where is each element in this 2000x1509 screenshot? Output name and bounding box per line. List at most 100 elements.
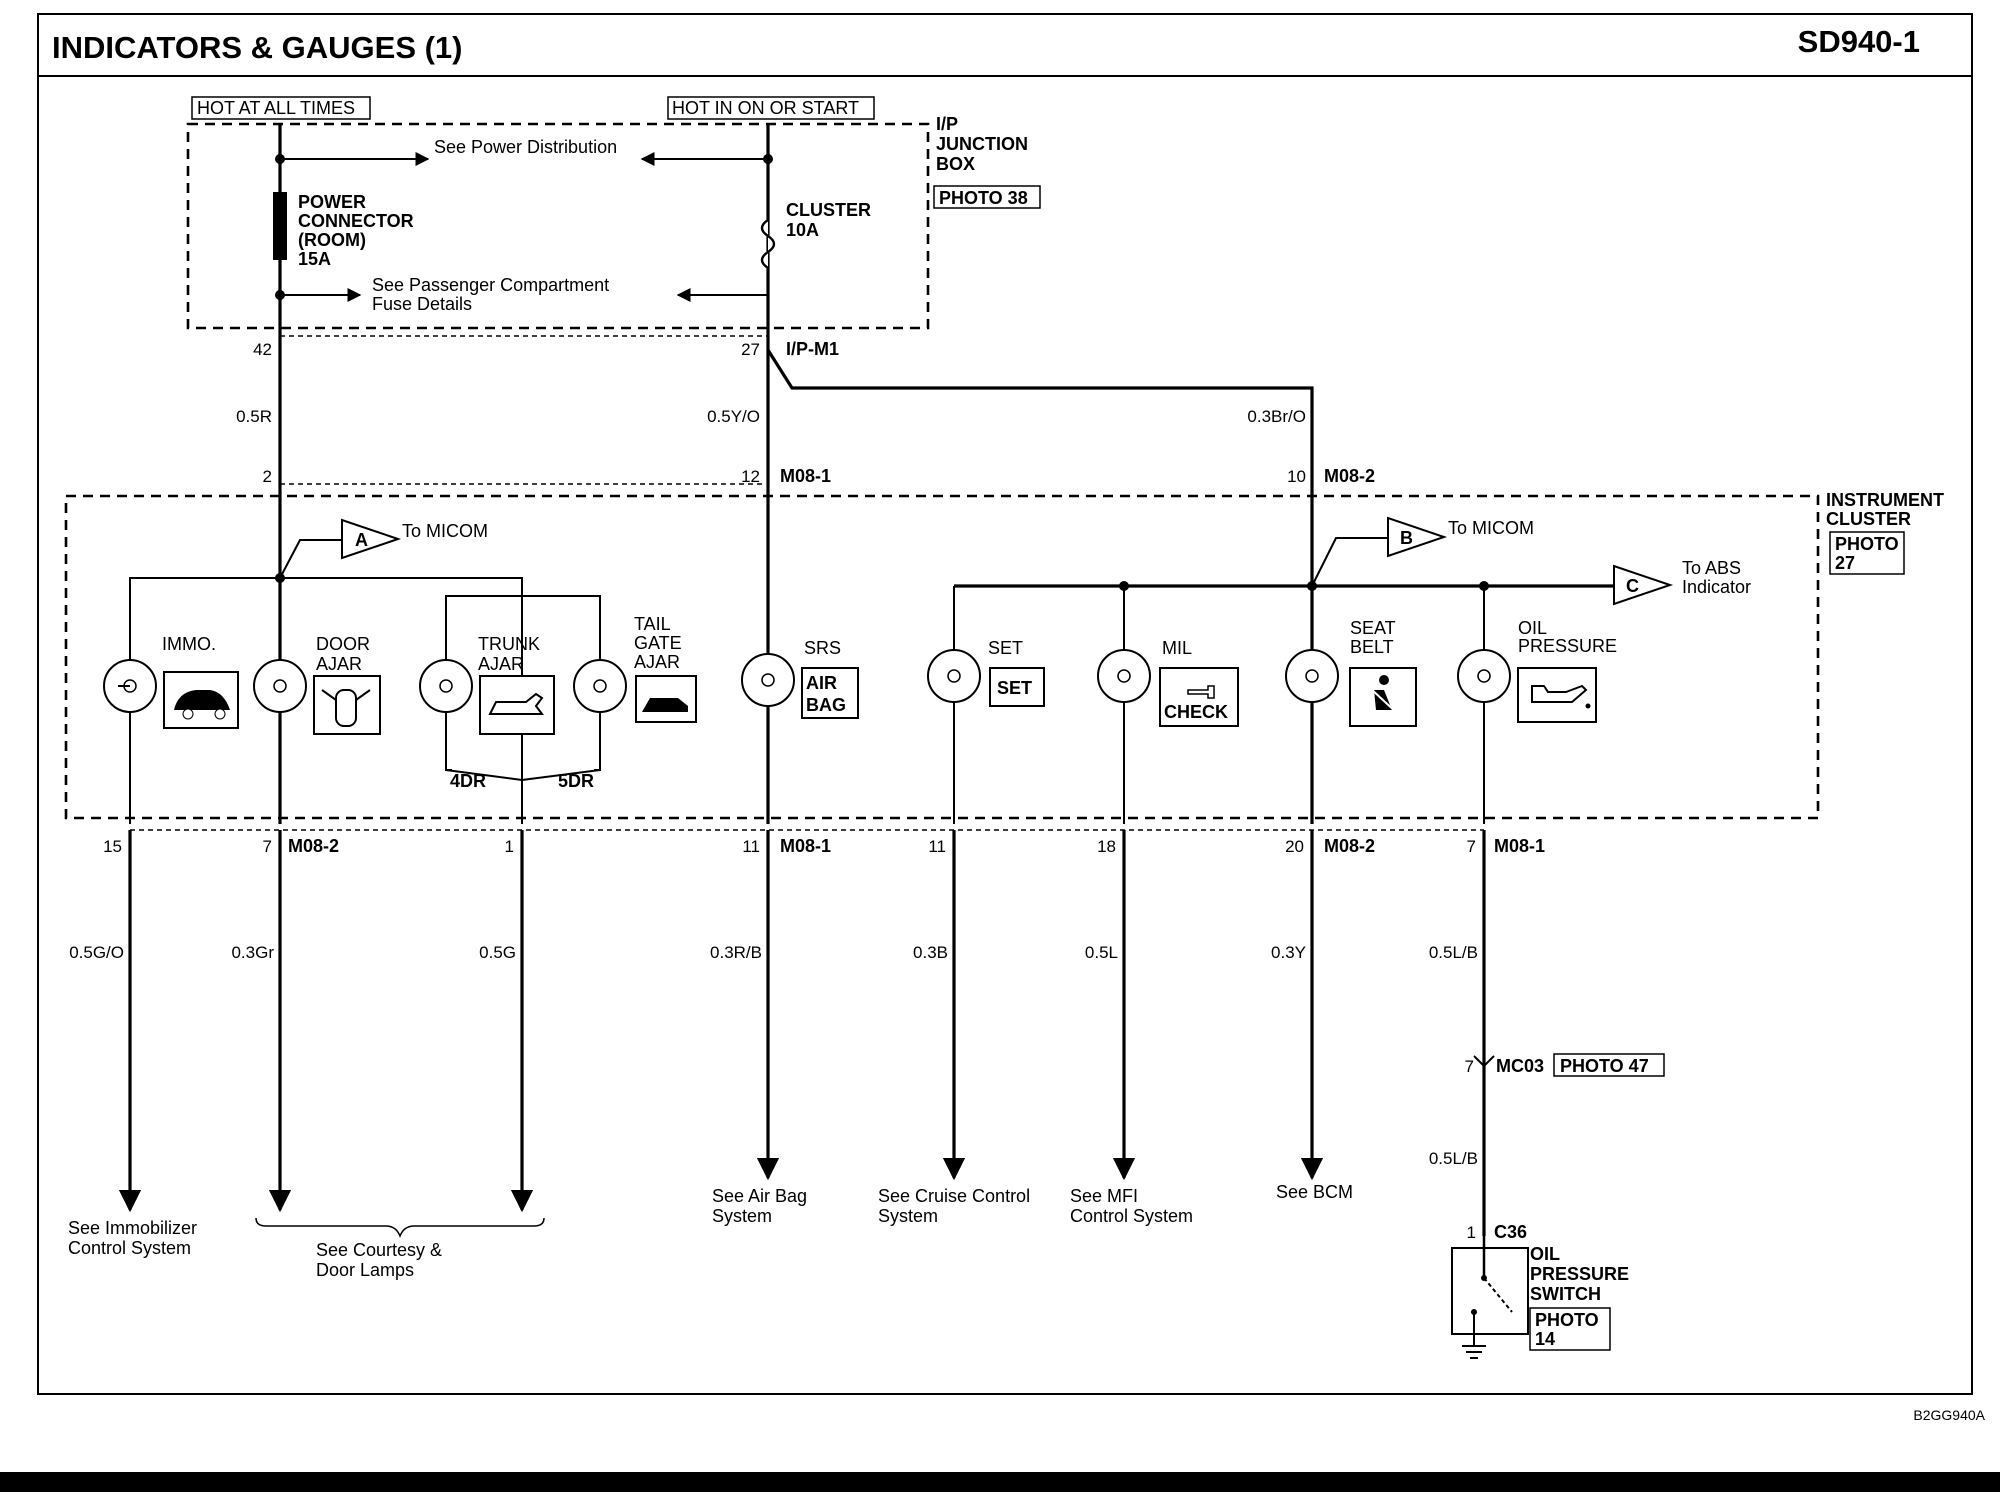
power-connector-fuse xyxy=(273,192,287,260)
instrument-cluster-boundary xyxy=(64,494,1820,820)
wire-label-0.3Y: 0.3Y xyxy=(1271,943,1306,962)
connector-m08-2-right: M08-2 xyxy=(1324,836,1375,856)
oil-pressure-switch-symbol xyxy=(1451,1236,1529,1359)
micom-c-flag xyxy=(1613,564,1674,606)
mc03-photo-box xyxy=(1553,1053,1665,1077)
micom-c-letter: C xyxy=(1626,576,1639,596)
micom-a-flag xyxy=(341,518,402,560)
footer-code: B2GG940A xyxy=(1913,1407,1985,1423)
wire-label-0.5L-B-1: 0.5L/B xyxy=(1429,943,1478,962)
dest-courtesy-1: See Courtesy & xyxy=(316,1240,442,1260)
dest-mfi-1: See MFI xyxy=(1070,1186,1138,1206)
mil-label: MIL xyxy=(1162,638,1192,658)
seat-belt-lamp xyxy=(1285,649,1339,703)
micom-a-lead xyxy=(279,539,342,579)
trunk-ajar-lamp-4dr xyxy=(419,659,473,713)
instrument-cluster-label-1: INSTRUMENT xyxy=(1826,490,1944,510)
page-border xyxy=(37,13,1973,1395)
junction-box-photo-box xyxy=(933,185,1041,209)
wire-label-0.3Br-O: 0.3Br/O xyxy=(1247,407,1306,426)
pin-42: 42 xyxy=(253,340,272,359)
oil-switch-label-2: PRESSURE xyxy=(1530,1264,1629,1284)
oil-pressure-label-2: PRESSURE xyxy=(1518,636,1617,656)
connector-mc03: MC03 xyxy=(1496,1056,1544,1076)
oil-switch-label-3: SWITCH xyxy=(1530,1284,1601,1304)
immo-label: IMMO. xyxy=(162,634,216,654)
micom-b-flag xyxy=(1387,516,1448,558)
oil-can-icon xyxy=(1517,667,1597,723)
airbag-icon xyxy=(801,667,859,719)
dest-courtesy-2: Door Lamps xyxy=(316,1260,414,1280)
power-connector-label-2: CONNECTOR xyxy=(298,211,414,231)
airbag-text-2: BAG xyxy=(806,695,846,715)
micom-b-label: To MICOM xyxy=(1448,518,1534,538)
junction-box-label-2: JUNCTION xyxy=(936,134,1028,154)
junction-box-photo: PHOTO 38 xyxy=(939,188,1028,208)
wire-label-0.3Gr: 0.3Gr xyxy=(231,943,274,962)
cluster-fuse-label-2: 10A xyxy=(786,220,819,240)
pin-11-srs: 11 xyxy=(742,837,760,856)
power-connector-label-4: 15A xyxy=(298,249,331,269)
pin-7-oil: 7 xyxy=(1467,837,1476,856)
pin-1-c36: 1 xyxy=(1467,1223,1476,1242)
pin-10: 10 xyxy=(1287,467,1306,486)
immobilizer-car-icon xyxy=(163,671,239,729)
wire-0.3Br-O xyxy=(766,349,1314,496)
hot-at-all-times-label: HOT AT ALL TIMES xyxy=(197,98,355,118)
pin-2: 2 xyxy=(263,467,272,486)
oil-switch-photo-1: PHOTO xyxy=(1535,1310,1599,1330)
instrument-cluster-photo-box xyxy=(1829,531,1905,575)
dest-cruise-1: See Cruise Control xyxy=(878,1186,1030,1206)
wire-label-0.5L: 0.5L xyxy=(1085,943,1118,962)
power-connector-label-3: (ROOM) xyxy=(298,230,366,250)
srs-lamp xyxy=(741,653,795,707)
connector-m08-2-top: M08-2 xyxy=(1324,466,1375,486)
seat-belt-icon xyxy=(1349,667,1417,727)
pin-27: 27 xyxy=(741,340,760,359)
pin-15: 15 xyxy=(103,837,122,856)
instrument-cluster-photo-2: 27 xyxy=(1835,553,1855,573)
connector-c36: C36 xyxy=(1494,1222,1527,1242)
oil-pressure-label-1: OIL xyxy=(1518,618,1547,638)
pin-7-door: 7 xyxy=(263,837,272,856)
hot-in-on-box xyxy=(667,96,875,120)
dest-immobilizer-1: See Immobilizer xyxy=(68,1218,197,1238)
wire-label-0.5G: 0.5G xyxy=(479,943,516,962)
connector-m08-1-oil: M08-1 xyxy=(1494,836,1545,856)
connector-ip-m1: I/P-M1 xyxy=(786,339,839,359)
micom-c-label-1: To ABS xyxy=(1682,558,1741,578)
check-engine-text: CHECK xyxy=(1164,702,1228,722)
trunk-ajar-label-2: AJAR xyxy=(478,654,524,674)
diagram-title: INDICATORS & GAUGES (1) xyxy=(52,30,463,65)
micom-b-letter: B xyxy=(1400,528,1413,548)
cluster-fuse-symbol xyxy=(760,219,776,269)
trunk-ajar-label-1: TRUNK xyxy=(478,634,540,654)
pin-1-trunk: 1 xyxy=(505,837,514,856)
connector-m08-2-left: M08-2 xyxy=(288,836,339,856)
wire-label-0.3R-B: 0.3R/B xyxy=(710,943,762,962)
tail-gate-ajar-lamp-5dr xyxy=(573,659,627,713)
set-lamp xyxy=(927,649,981,703)
tail-gate-icon xyxy=(635,675,697,723)
airbag-text-1: AIR xyxy=(806,673,837,693)
instrument-cluster-label-2: CLUSTER xyxy=(1826,509,1911,529)
door-ajar-lamp xyxy=(253,659,307,713)
dest-immobilizer-2: Control System xyxy=(68,1238,191,1258)
trunk-ajar-icon xyxy=(479,675,555,735)
oil-pressure-lamp xyxy=(1457,649,1511,703)
mc03-photo: PHOTO 47 xyxy=(1560,1056,1649,1076)
mil-lamp xyxy=(1097,649,1151,703)
pin-7-mc03: 7 xyxy=(1465,1057,1474,1076)
dest-bcm: See BCM xyxy=(1276,1182,1353,1202)
seat-belt-label-2: BELT xyxy=(1350,637,1394,657)
oil-switch-photo-box xyxy=(1529,1307,1611,1351)
instrument-cluster-photo-1: PHOTO xyxy=(1835,534,1899,554)
pin-12: 12 xyxy=(741,467,760,486)
wire-label-0.5L-B-2: 0.5L/B xyxy=(1429,1149,1478,1168)
label-4dr: 4DR xyxy=(450,771,486,791)
junction-box-label-3: BOX xyxy=(936,154,975,174)
micom-a-letter: A xyxy=(355,530,368,550)
set-icon-text: SET xyxy=(997,678,1032,698)
connector-m08-1-top: M08-1 xyxy=(780,466,831,486)
